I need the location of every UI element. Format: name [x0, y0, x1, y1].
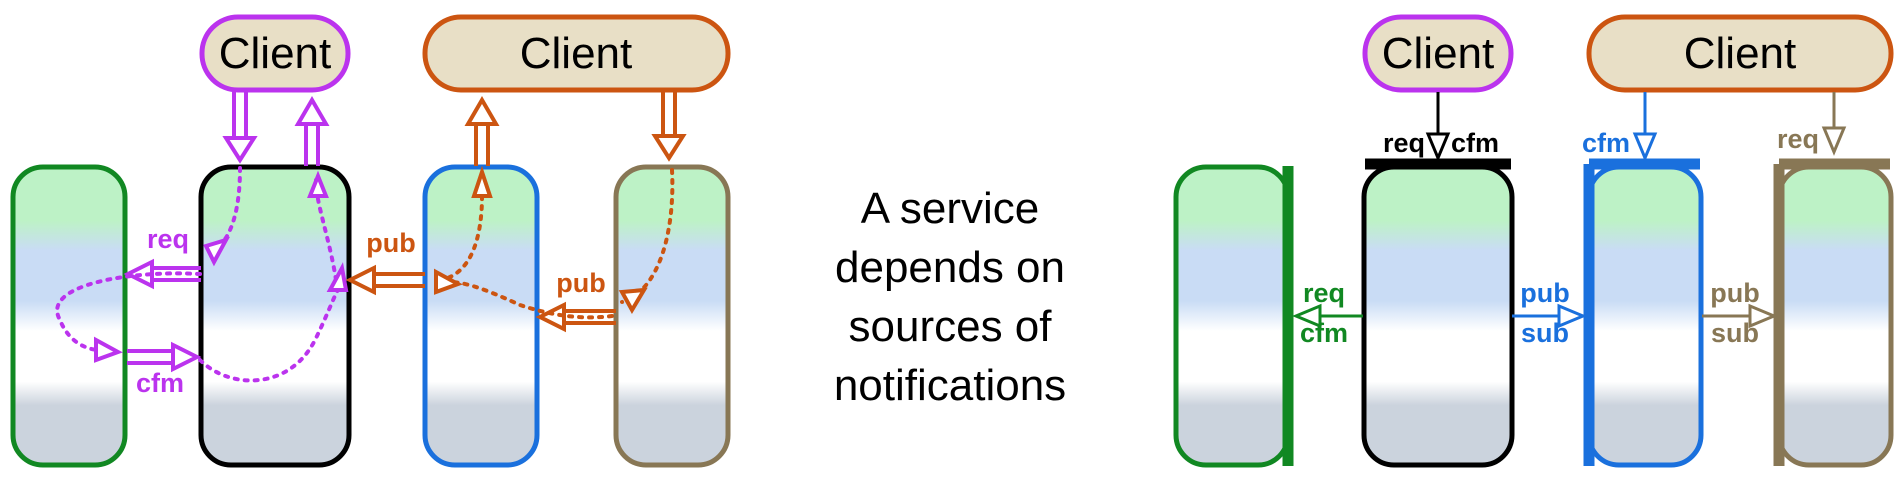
purple-flow-head-2 — [94, 336, 123, 363]
purple-req-arrow — [123, 258, 201, 290]
orange-pub-arrow-upper — [345, 264, 425, 296]
blue-connector-head — [1557, 303, 1587, 329]
client-purple-left-label: Client — [219, 29, 332, 78]
caption: A service depends on sources of notifica… — [834, 184, 1066, 410]
black-service-left — [198, 164, 352, 468]
purple-flow-head-3 — [326, 262, 349, 292]
client-orange-right — [1586, 14, 1894, 93]
caption-line-4: notifications — [834, 361, 1066, 410]
orange-pub-arrow-lower — [535, 301, 616, 333]
client-orange-left — [422, 14, 731, 93]
right-diagram: Client Client req cfm cfm req req cfm pu… — [1173, 14, 1894, 468]
blue-service-right — [1586, 164, 1704, 468]
pub-label-upper: pub — [366, 228, 415, 258]
purple-client-up-arrow — [294, 96, 330, 166]
purple-flow-head-4 — [307, 170, 329, 198]
left-diagram: Client Client — [10, 14, 731, 468]
brown-service-right — [1776, 164, 1894, 468]
orange-client-up-arrow — [464, 96, 500, 166]
green-req-label: req — [1303, 278, 1345, 308]
green-service-left — [10, 164, 128, 468]
cfm-label-left: cfm — [136, 368, 184, 398]
black-port-cfm: cfm — [1451, 128, 1499, 158]
green-connector-head — [1292, 303, 1322, 329]
req-label-left: req — [147, 224, 189, 254]
black-port-head — [1425, 132, 1451, 162]
blue-service-left — [422, 164, 540, 468]
orange-flow-head-1 — [471, 165, 493, 198]
purple-flow-head-1 — [203, 236, 231, 267]
brown-port-req: req — [1777, 124, 1819, 154]
brown-port-head — [1821, 126, 1847, 156]
green-service-right — [1173, 164, 1291, 468]
client-orange-right-label: Client — [1684, 29, 1797, 78]
black-port-req: req — [1383, 128, 1425, 158]
blue-sub-label: sub — [1521, 318, 1569, 348]
pub-label-lower: pub — [556, 268, 605, 298]
purple-cfm-arrow — [127, 341, 202, 373]
caption-line-2: depends on — [835, 243, 1065, 292]
client-purple-left — [199, 14, 351, 93]
brown-pub-label: pub — [1710, 278, 1759, 308]
orange-flow-head-2 — [434, 268, 463, 295]
brown-service-left — [613, 164, 731, 468]
client-orange-left-label: Client — [520, 29, 633, 78]
green-cfm-label: cfm — [1300, 318, 1348, 348]
orange-client-down-arrow — [651, 92, 687, 162]
client-purple-right — [1362, 14, 1514, 93]
orange-flow-head-3 — [618, 287, 648, 314]
purple-client-down-arrow — [222, 92, 258, 164]
blue-port-cfm: cfm — [1582, 128, 1630, 158]
black-service-right — [1361, 164, 1515, 468]
client-purple-right-label: Client — [1382, 29, 1495, 78]
blue-port-head — [1632, 132, 1658, 162]
brown-sub-label: sub — [1711, 318, 1759, 348]
caption-line-3: sources of — [849, 302, 1053, 351]
caption-line-1: A service — [861, 184, 1040, 233]
brown-connector-head — [1748, 303, 1778, 329]
blue-pub-label: pub — [1520, 278, 1569, 308]
